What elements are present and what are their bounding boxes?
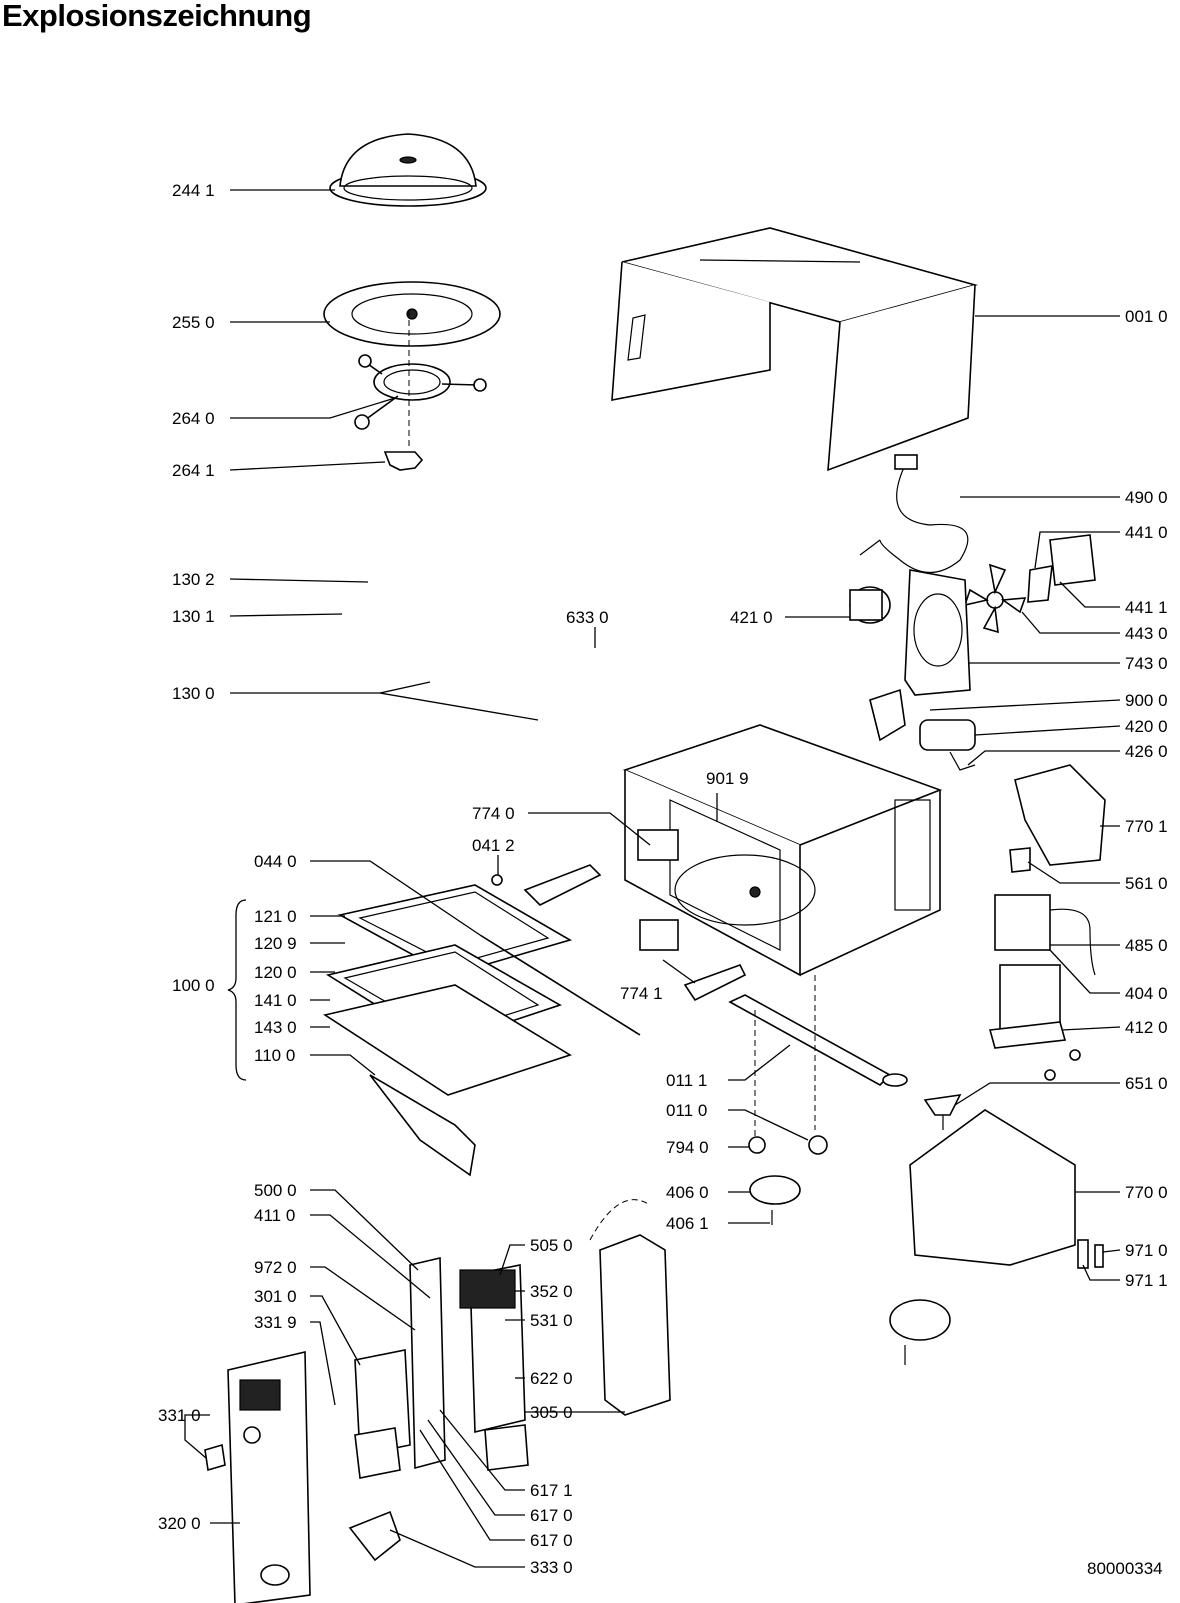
callout-770-1: 770 1 [1125,817,1168,836]
callout-143-0: 143 0 [254,1018,297,1037]
capacitor-part [869,688,976,771]
lower-duct-part [909,1109,1076,1266]
callout-420-0: 420 0 [1125,717,1168,736]
callout-264-1: 264 1 [172,461,215,480]
callout-411-0: 411 0 [254,1206,295,1225]
callout-971-1: 971 1 [1125,1271,1168,1290]
cable-part [859,454,969,573]
callout-406-1: 406 1 [666,1214,709,1233]
callout-421-0: 421 0 [730,608,773,627]
air-duct-part [1014,764,1106,866]
glass-turntable-part [323,281,501,347]
roller-ring-part [354,354,487,430]
callout-505-0: 505 0 [530,1236,573,1255]
callout-972-0: 972 0 [254,1258,297,1277]
callout-485-0: 485 0 [1125,936,1168,955]
speaker-part [889,1299,951,1365]
callout-305-0: 305 0 [530,1403,573,1422]
callout-426-0: 426 0 [1125,742,1168,761]
callout-044-0: 044 0 [254,852,297,871]
callout-441-0: 441 0 [1125,523,1168,542]
callout-320-0: 320 0 [158,1514,201,1533]
fan-motor-part [849,586,891,624]
callout-617-0a: 617 0 [530,1506,573,1525]
callout-412-0: 412 0 [1125,1018,1168,1037]
cover-dome-part [329,133,487,207]
callout-264-0: 264 0 [172,409,215,428]
callout-617-0b: 617 0 [530,1531,573,1550]
callout-901-9: 901 9 [706,769,749,788]
control-panel-part [227,1350,311,1603]
callout-651-0: 651 0 [1125,1074,1168,1093]
callout-130-1: 130 1 [172,607,215,626]
turntable-motor-part [748,1136,801,1225]
callout-770-0: 770 0 [1125,1183,1168,1202]
oven-cavity-part [622,724,943,977]
outer-casing-part [611,227,979,472]
page-title: Explosionszeichnung [2,0,312,33]
coupler-part [383,451,424,471]
callout-130-2: 130 2 [172,570,215,589]
callout-490-0: 490 0 [1125,488,1168,507]
damper-part [1027,534,1096,603]
callout-531-0: 531 0 [530,1311,573,1330]
callout-110-0: 110 0 [254,1046,295,1065]
callout-100-0-group: 100 0 [172,976,215,995]
callout-001-0: 001 0 [1125,307,1168,326]
callout-255-0: 255 0 [172,313,215,332]
circuit-board-part [354,1256,529,1479]
callout-443-0: 443 0 [1125,624,1168,643]
hinge-part [491,864,747,1002]
callout-011-1: 011 1 [666,1071,707,1090]
bracket-part [639,919,679,951]
callout-011-0: 011 0 [666,1101,707,1120]
bracket-part [637,829,679,861]
callout-441-1: 441 1 [1125,598,1168,617]
callout-971-0: 971 0 [1125,1241,1168,1260]
callout-561-0: 561 0 [1125,874,1168,893]
callout-labels: 244 1 255 0 264 0 264 1 130 2 130 1 633 … [158,181,1168,1577]
transformer-part [988,894,1096,1081]
callout-617-1: 617 1 [530,1481,573,1500]
callout-900-0: 900 0 [1125,691,1168,710]
lamp-part [923,1093,962,1130]
callout-141-0: 141 0 [254,991,297,1010]
leader-lines [184,189,1121,1568]
callout-352-0: 352 0 [530,1282,573,1301]
callout-041-2: 041 2 [472,836,515,855]
base-rail-part [728,994,908,1155]
callout-331-0: 331 0 [158,1406,201,1425]
callout-333-0: 333 0 [530,1558,573,1577]
callout-404-0: 404 0 [1125,984,1168,1003]
door-assembly-part [322,884,641,1177]
callout-743-0: 743 0 [1125,654,1168,673]
callout-120-0: 120 0 [254,963,297,982]
callout-244-1: 244 1 [172,181,215,200]
panel-bracket-part [599,1234,671,1416]
fan-blade-part [963,563,1027,634]
callout-774-0: 774 0 [472,804,515,823]
callout-500-0: 500 0 [254,1181,297,1200]
knob-part [204,1443,226,1472]
callout-794-0: 794 0 [666,1138,709,1157]
callout-622-0: 622 0 [530,1369,573,1388]
button-part [348,1510,401,1562]
callout-633-0: 633 0 [566,608,609,627]
callout-331-9: 331 9 [254,1313,297,1332]
clip-part [1009,847,1031,873]
callout-130-0: 130 0 [172,684,215,703]
callout-121-0: 121 0 [254,907,297,926]
callout-406-0: 406 0 [666,1183,709,1202]
document-number: 80000334 [1087,1559,1163,1578]
fuse-part [1077,1239,1104,1269]
callout-120-9: 120 9 [254,934,297,953]
fan-housing-part [904,569,971,696]
callout-774-1: 774 1 [620,984,663,1003]
callout-301-0: 301 0 [254,1287,297,1306]
